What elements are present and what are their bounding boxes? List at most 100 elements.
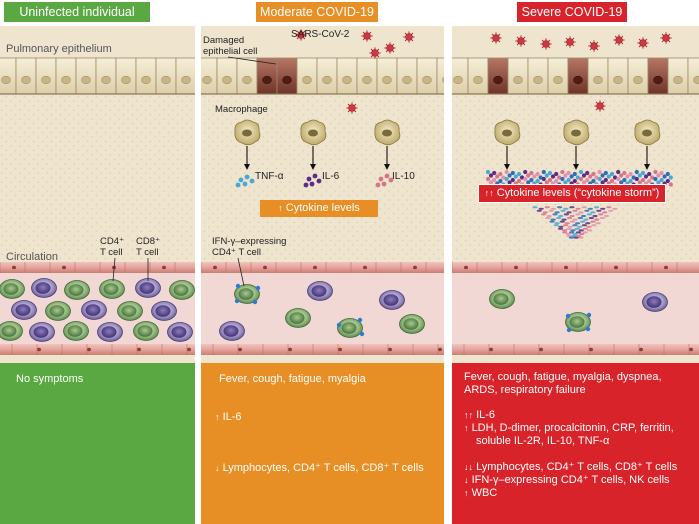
cytokine-dot <box>566 170 571 176</box>
cd8-t-cell <box>219 321 245 341</box>
cell-nucleus <box>49 305 65 317</box>
cell-nucleus <box>513 75 523 85</box>
cd4-t-cell <box>117 301 143 321</box>
cytokine-storm-swirl <box>550 207 557 210</box>
ifn-cd4-t-cell-label: IFN-γ–expressing CD4⁺ T cell <box>212 236 287 258</box>
sars-cov-2-virion <box>593 99 607 113</box>
cytokine-dot <box>591 178 596 184</box>
cytokine-storm-swirl <box>554 222 560 225</box>
header-uninfected: Uninfected individual <box>4 2 150 22</box>
cd4-t-cell-label: CD4⁺ T cell <box>100 236 125 258</box>
tnf-alpha-dot <box>242 181 248 187</box>
cell-nucleus <box>383 294 399 306</box>
cytokine-dot <box>612 175 618 180</box>
cell-nucleus <box>308 129 318 137</box>
cytokine-storm-swirl <box>532 206 538 209</box>
cd8-t-cell <box>135 278 161 298</box>
cytokine-storm-swirl <box>580 214 587 218</box>
cytokine-storm-swirl <box>586 229 593 232</box>
cytokine-dot <box>647 171 652 177</box>
ifn-gamma-dot <box>565 313 571 319</box>
cytokine-storm-swirl <box>606 206 612 209</box>
tissue-bottom <box>0 355 195 363</box>
ifn-gamma-dot <box>357 317 363 323</box>
cell-nucleus <box>33 326 49 338</box>
cd4-t-cell <box>133 321 159 341</box>
cytokine-storm-swirl <box>578 236 584 239</box>
cytokine-storm-swirl <box>566 216 573 220</box>
cytokine-dot <box>578 176 584 182</box>
vessel-wall-top <box>452 262 699 273</box>
cytokine-storm-swirl <box>574 222 581 225</box>
cytokine-dot <box>523 176 528 182</box>
macrophage <box>634 119 661 146</box>
sars-cov-2-virion <box>514 34 528 48</box>
down-arrow-icon: ↓ <box>215 463 220 473</box>
cd4-t-cell <box>0 321 23 341</box>
cytokine-storm-swirl <box>575 207 581 210</box>
cytokine-storm-swirl <box>578 229 584 232</box>
cytokine-dot <box>637 173 642 178</box>
cytokine-storm-swirl <box>548 209 554 212</box>
cell-nucleus <box>341 322 357 334</box>
cd4-t-cell <box>285 308 311 328</box>
arrow-head-icon <box>644 164 650 170</box>
cytokine-levels-pill: ↑ Cytokine levels <box>260 200 378 217</box>
cytokine-storm-swirl <box>595 222 601 225</box>
sars-cov-2-virion <box>636 36 650 50</box>
cytokine-dot <box>668 175 673 180</box>
cd4-t-cell <box>64 280 90 300</box>
cytokine-storm-swirl <box>540 213 547 216</box>
sars-cov-2-virion <box>489 31 503 45</box>
cytokine-storm-swirl <box>577 216 584 220</box>
cell-nucleus <box>15 304 31 316</box>
cytokine-storm-swirl <box>581 206 587 209</box>
endothelial-nucleus <box>489 347 493 352</box>
cd8-t-cell <box>307 281 333 301</box>
cell-nucleus <box>161 75 171 85</box>
up-arrow-icon: ↑ <box>464 423 469 433</box>
cytokine-storm-swirl <box>562 229 568 232</box>
macrophage <box>494 119 521 146</box>
cytokine-storm-swirl <box>586 225 592 228</box>
endothelial-nucleus <box>288 347 292 352</box>
cytokine-dot <box>572 178 577 184</box>
sars-cov-2-virion <box>659 31 673 45</box>
cell-nucleus <box>673 75 683 85</box>
cytokine-dot <box>634 176 639 182</box>
cd8-t-cell <box>642 292 668 312</box>
cytokine-storm-swirl <box>580 220 586 223</box>
endothelial-nucleus <box>363 265 367 270</box>
macrophage <box>300 119 327 146</box>
cytokine-storm-swirl <box>559 220 565 223</box>
cytokine-storm-swirl <box>558 225 564 228</box>
no-symptoms-text: No symptoms <box>16 373 84 385</box>
moderate-clinical-text: Fever, cough, fatigue, myalgia <box>219 373 366 385</box>
header-moderate: Moderate COVID-19 <box>256 2 378 22</box>
cell-nucleus <box>633 75 643 85</box>
cytokine-dot <box>597 169 602 175</box>
arrow-head-icon <box>310 164 316 170</box>
cytokine-dot <box>609 171 615 177</box>
cd4-t-cell <box>565 312 592 333</box>
cytokine-dot <box>603 170 608 176</box>
cell-nucleus <box>121 305 137 317</box>
cell-nucleus <box>262 75 272 85</box>
cd4-t-cell <box>336 317 365 338</box>
cytokine-storm-swirl <box>563 213 570 216</box>
endothelial-nucleus <box>162 265 166 270</box>
cd8-t-cell <box>31 278 57 298</box>
cell-nucleus <box>289 312 305 324</box>
ifn-gamma-dot <box>252 299 258 305</box>
cytokine-storm-swirl <box>564 222 570 225</box>
cell-nucleus <box>171 326 187 338</box>
cell-nucleus <box>282 75 292 85</box>
cytokine-dot <box>665 178 670 184</box>
cytokine-dot <box>659 177 664 183</box>
endothelial-nucleus <box>12 265 16 270</box>
cytokine-storm-swirl <box>545 216 551 220</box>
cell-nucleus <box>21 75 31 85</box>
cell-nucleus <box>453 75 463 85</box>
cytokine-storm-swirl <box>608 209 614 212</box>
